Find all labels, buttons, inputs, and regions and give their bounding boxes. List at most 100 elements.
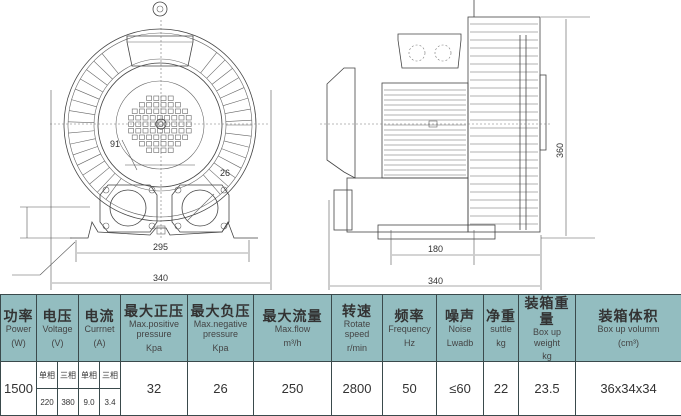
grill-slot — [168, 148, 173, 153]
grill-slot — [147, 148, 152, 153]
grill-slot — [161, 103, 166, 108]
cell-current-three: 3.4 — [100, 389, 121, 416]
technical-drawing: 295 340 91 26 360 — [0, 0, 681, 292]
drawing-line — [73, 146, 98, 154]
grill-slot — [183, 135, 188, 140]
drawing-line — [97, 173, 115, 192]
drawing-line — [225, 109, 251, 114]
drawing-line — [201, 53, 217, 73]
grill-slot — [179, 116, 184, 121]
drawing-line — [68, 122, 94, 123]
grill-slot — [165, 116, 170, 121]
grill-slot — [168, 135, 173, 140]
terminal-box-side — [398, 34, 461, 68]
grill-slot — [147, 142, 152, 147]
dim-overall-width: 340 — [153, 273, 168, 283]
drawing-line — [75, 89, 99, 99]
grill-slot — [150, 129, 155, 134]
cell-suttle: 22 — [484, 362, 519, 416]
dim-foot-spacing: 180 — [428, 244, 443, 254]
motor-body — [382, 83, 468, 178]
grill-slot — [186, 129, 191, 134]
cell-power: 1500 — [1, 362, 37, 416]
grill-slot — [154, 103, 159, 108]
grill-slot — [168, 103, 173, 108]
base-feet — [70, 222, 258, 238]
voltage-three-phase-label: 三相 — [58, 362, 79, 389]
drawing-line — [217, 78, 239, 91]
drawing-line — [207, 60, 225, 78]
grill-slot — [168, 96, 173, 101]
drawing-line — [94, 61, 113, 79]
grill-slot — [183, 109, 188, 114]
grill-slot — [132, 109, 137, 114]
grill-slot — [132, 135, 137, 140]
grill-slot — [139, 142, 144, 147]
grill-slot — [168, 109, 173, 114]
cell-rotate-speed: 2800 — [332, 362, 383, 416]
drawing-line — [218, 156, 241, 168]
cell-max-positive-pressure: 32 — [121, 362, 188, 416]
cell-box-up-volume: 36x34x34 — [576, 362, 681, 416]
grill-slot — [175, 142, 180, 147]
drawing-line — [83, 161, 105, 175]
grill-slot — [165, 129, 170, 134]
grill-slot — [175, 109, 180, 114]
cell-noise: ≤60 — [437, 362, 484, 416]
grill-slot — [154, 135, 159, 140]
grill-slot — [136, 116, 141, 121]
fan-cover — [327, 68, 355, 178]
drawing-line — [69, 111, 95, 115]
grill-slot — [154, 148, 159, 153]
cell-box-up-weight: 23.5 — [519, 362, 576, 416]
grill-slot — [175, 103, 180, 108]
grill-slot — [175, 135, 180, 140]
grill-slot — [161, 109, 166, 114]
drawing-line — [72, 100, 97, 107]
grill-slot — [154, 96, 159, 101]
drawing-line — [212, 68, 232, 84]
inlet-port — [100, 185, 157, 232]
drawing-line — [70, 139, 95, 144]
cell-frequency: 50 — [383, 362, 437, 416]
cell-voltage-single: 220 — [37, 389, 58, 416]
drawing-line — [224, 141, 249, 147]
grill-slot — [161, 148, 166, 153]
grill-slot — [161, 96, 166, 101]
grill-slot — [172, 129, 177, 134]
grill-slot — [186, 116, 191, 121]
outlet-port — [172, 185, 229, 232]
grill-slot — [147, 109, 152, 114]
grill-slot — [139, 109, 144, 114]
dim-bolt-circle: 91 — [110, 139, 120, 149]
grill-slot — [143, 129, 148, 134]
cell-max-negative-pressure: 26 — [188, 362, 254, 416]
lifting-eye — [153, 2, 167, 16]
drawing-line — [223, 98, 248, 106]
motor-base — [347, 178, 468, 232]
drawing-line — [226, 133, 252, 136]
grill-slot — [139, 103, 144, 108]
voltage-single-phase-label: 单相 — [37, 362, 58, 389]
drawing-line — [102, 54, 118, 74]
grill-slot — [143, 116, 148, 121]
grill-slot — [168, 142, 173, 147]
side-view: 360 180 340 — [320, 0, 595, 290]
dim-overall-length: 340 — [428, 276, 443, 286]
phase-row: 1500 单相 三相 单相 三相 32 26 250 2800 50 ≤60 2… — [1, 362, 681, 389]
grill-slot — [147, 135, 152, 140]
terminal-box-front — [127, 36, 193, 66]
grill-slot — [136, 129, 141, 134]
